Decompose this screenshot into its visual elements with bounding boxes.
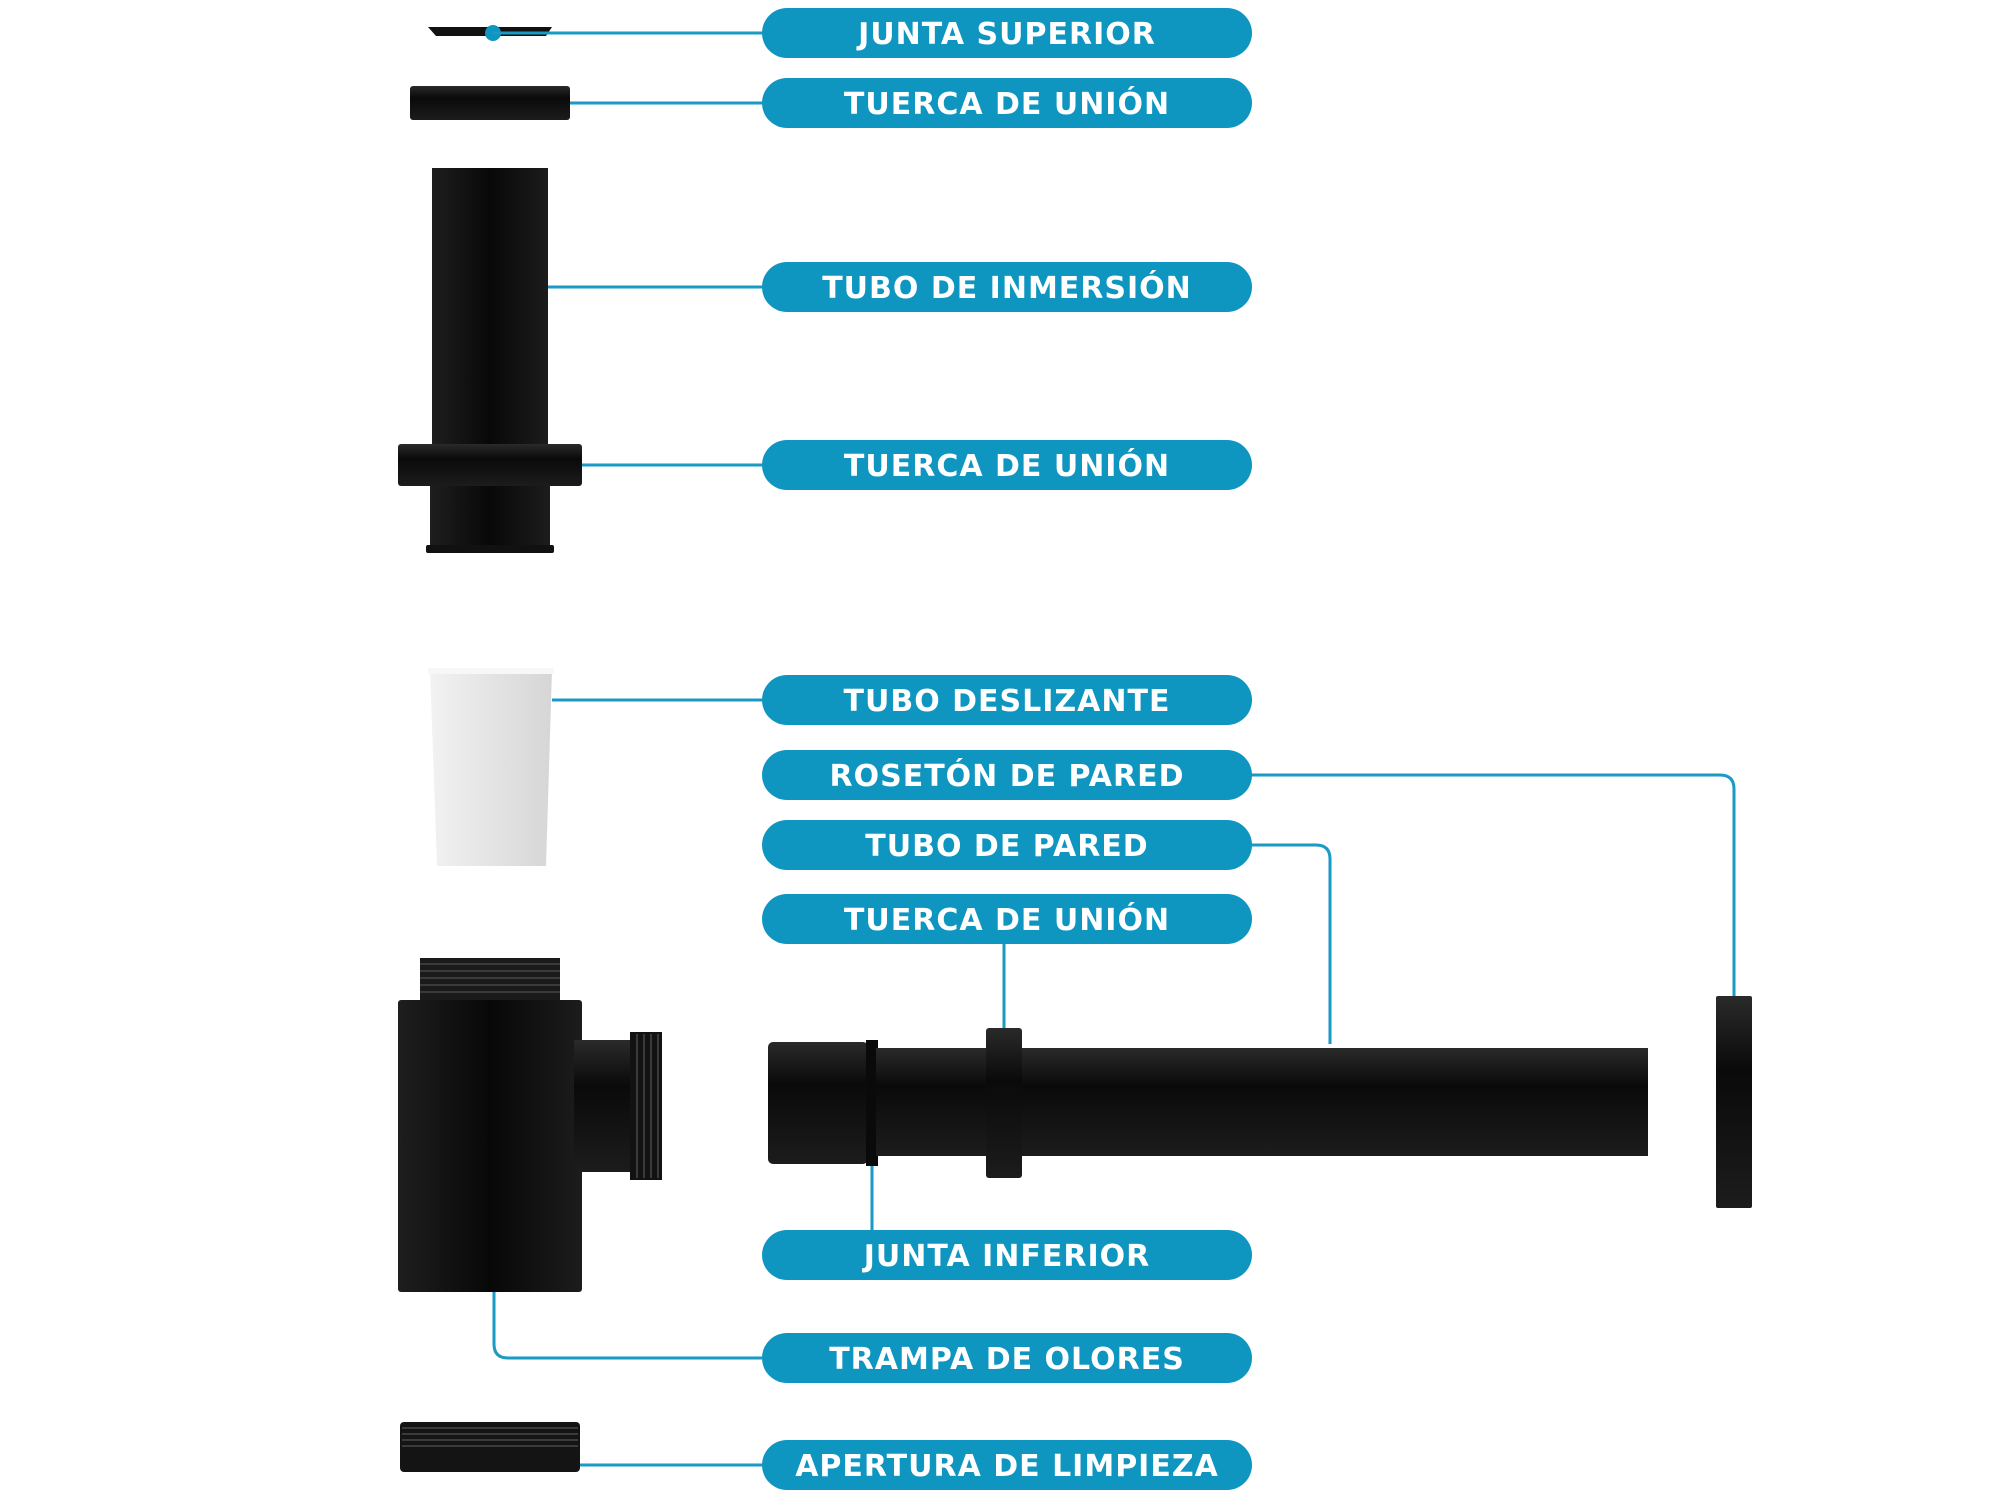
label-tuerca-de-union-low: TUERCA DE UNIÓN [762,894,1252,944]
leader-lines [492,31,1736,1467]
label-junta-superior: JUNTA SUPERIOR [762,8,1252,58]
svg-text:TUBO DE PARED: TUBO DE PARED [865,829,1148,864]
svg-text:JUNTA INFERIOR: JUNTA INFERIOR [862,1239,1151,1274]
cleaning-opening-part [400,1422,580,1472]
label-tubo-de-pared: TUBO DE PARED [762,820,1252,870]
wall-tube-part [768,1040,1648,1166]
svg-text:TUERCA DE UNIÓN: TUERCA DE UNIÓN [844,901,1170,938]
odor-trap-part [398,958,662,1292]
label-tuerca-de-union-top: TUERCA DE UNIÓN [762,78,1252,128]
label-roseton-de-pared: ROSETÓN DE PARED [762,750,1252,800]
svg-text:ROSETÓN DE PARED: ROSETÓN DE PARED [829,757,1184,794]
label-apertura-de-limpieza: APERTURA DE LIMPIEZA [762,1440,1252,1490]
union-nut-top-part [410,86,570,120]
svg-text:TUERCA DE UNIÓN: TUERCA DE UNIÓN [844,85,1170,122]
label-tubo-de-inmersion: TUBO DE INMERSIÓN [762,262,1252,312]
svg-text:TUBO DESLIZANTE: TUBO DESLIZANTE [844,684,1171,719]
svg-text:TRAMPA DE OLORES: TRAMPA DE OLORES [829,1342,1185,1377]
union-nut-low-part [986,1028,1022,1178]
svg-text:APERTURA DE LIMPIEZA: APERTURA DE LIMPIEZA [795,1449,1219,1484]
svg-text:TUERCA DE UNIÓN: TUERCA DE UNIÓN [844,447,1170,484]
label-tubo-deslizante: TUBO DESLIZANTE [762,675,1252,725]
svg-text:JUNTA SUPERIOR: JUNTA SUPERIOR [856,17,1156,52]
immersion-tube-part [426,168,554,553]
sliding-tube-part [428,668,554,866]
union-nut-mid-part [398,444,582,486]
svg-text:TUBO DE INMERSIÓN: TUBO DE INMERSIÓN [822,269,1192,306]
label-tuerca-de-union-mid: TUERCA DE UNIÓN [762,440,1252,490]
label-junta-inferior: JUNTA INFERIOR [762,1230,1252,1280]
wall-rosette-part [1716,996,1752,1208]
label-trampa-de-olores: TRAMPA DE OLORES [762,1333,1252,1383]
